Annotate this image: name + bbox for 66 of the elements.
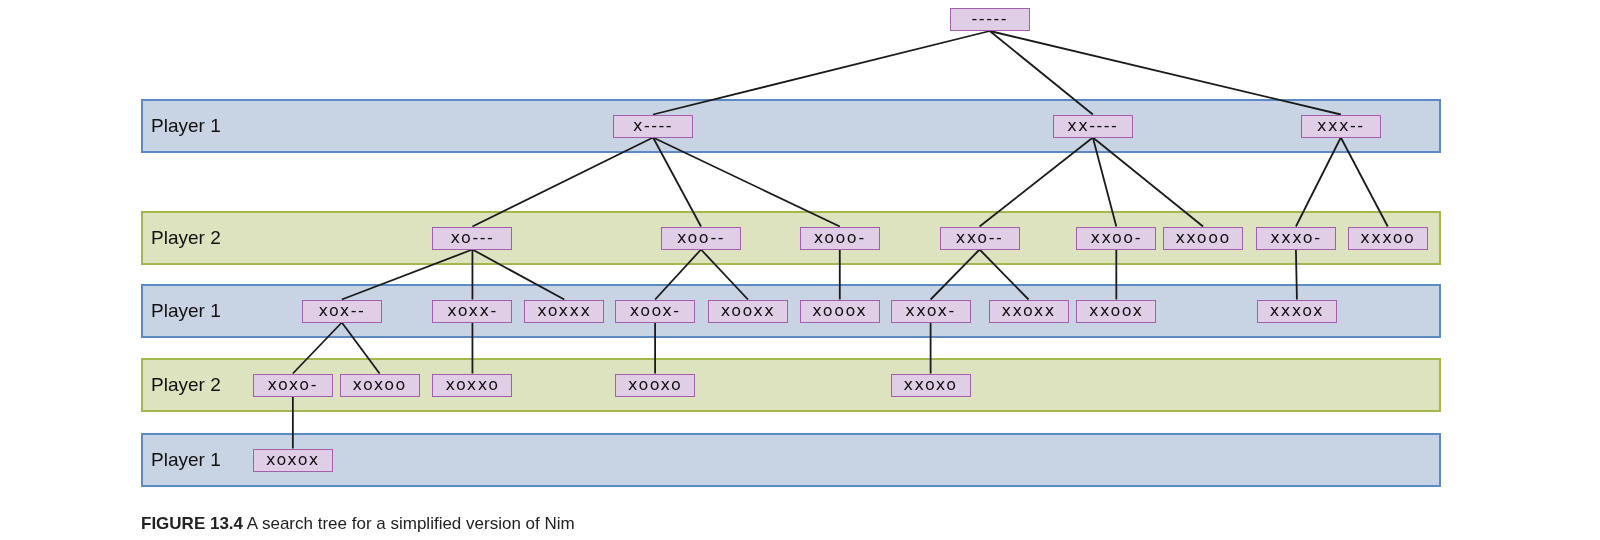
band-label: Player 1 — [151, 300, 221, 322]
state-box: xxoxo — [890, 373, 971, 397]
tree-line — [988, 30, 1342, 116]
state-box: xo--- — [432, 226, 513, 250]
tree-line — [1295, 136, 1342, 228]
state-box: xooo- — [799, 226, 880, 250]
state-box: xxox- — [890, 299, 971, 323]
state-box: xxxo- — [1255, 226, 1336, 250]
tree-line — [652, 136, 702, 228]
state-box: xoxo- — [252, 373, 333, 397]
tree-line — [471, 136, 654, 228]
state-box: xoxox — [252, 448, 333, 472]
state-box: xxooo — [1163, 226, 1244, 250]
state-box: xxx-- — [1300, 114, 1381, 138]
state-box: xx---- — [1052, 114, 1133, 138]
tree-line — [988, 30, 1094, 116]
tree-line — [471, 321, 474, 375]
state-box: xooxo — [615, 373, 696, 397]
band-label: Player 1 — [151, 449, 221, 471]
tree-line — [471, 248, 566, 301]
state-box: xoxxo — [432, 373, 513, 397]
player-band — [141, 284, 1441, 338]
tree-line — [978, 248, 1030, 301]
tree-line — [340, 321, 381, 375]
tree-line — [929, 321, 932, 375]
tree-line — [471, 248, 474, 301]
state-box: xoxxx — [524, 299, 605, 323]
state-box: xxxox — [1256, 299, 1337, 323]
tree-line — [838, 248, 841, 301]
tree-line — [654, 321, 656, 375]
tree-line — [291, 321, 343, 375]
tree-line — [1091, 136, 1204, 228]
band-label: Player 1 — [151, 115, 221, 137]
state-box: xooxx — [707, 299, 788, 323]
tree-line — [700, 248, 749, 301]
tree-line — [929, 248, 981, 301]
tree-line — [1091, 136, 1118, 228]
player-band — [141, 211, 1441, 265]
tree-line — [1295, 248, 1298, 301]
band-label: Player 2 — [151, 374, 221, 396]
state-box: xxo-- — [939, 226, 1020, 250]
player-band — [141, 358, 1441, 412]
tree-line — [291, 395, 294, 450]
tree-line — [1339, 136, 1389, 228]
state-box: xoxx- — [432, 299, 513, 323]
tree-line — [652, 136, 841, 228]
figure-caption: FIGURE 13.4 A search tree for a simplified version of Nim — [141, 514, 575, 534]
state-box: x---- — [613, 114, 694, 138]
state-box: xooox — [799, 299, 880, 323]
state-box: xoo-- — [661, 226, 741, 250]
player-band — [141, 433, 1441, 487]
state-box: xoox- — [615, 299, 696, 323]
state-box: xox-- — [301, 299, 382, 323]
player-band — [141, 99, 1441, 153]
state-box: xxxoo — [1347, 226, 1428, 250]
state-box: xxoo- — [1076, 226, 1157, 250]
tree-line — [978, 136, 1094, 228]
state-box: ----- — [949, 8, 1030, 31]
tree-line — [1115, 248, 1118, 301]
state-box: xxoxx — [988, 299, 1069, 323]
band-label: Player 2 — [151, 227, 221, 249]
tree-line — [340, 248, 474, 301]
tree-line — [654, 248, 702, 301]
state-box: xxoox — [1076, 299, 1157, 323]
tree-line — [652, 30, 991, 116]
state-box: xoxoo — [339, 373, 420, 397]
